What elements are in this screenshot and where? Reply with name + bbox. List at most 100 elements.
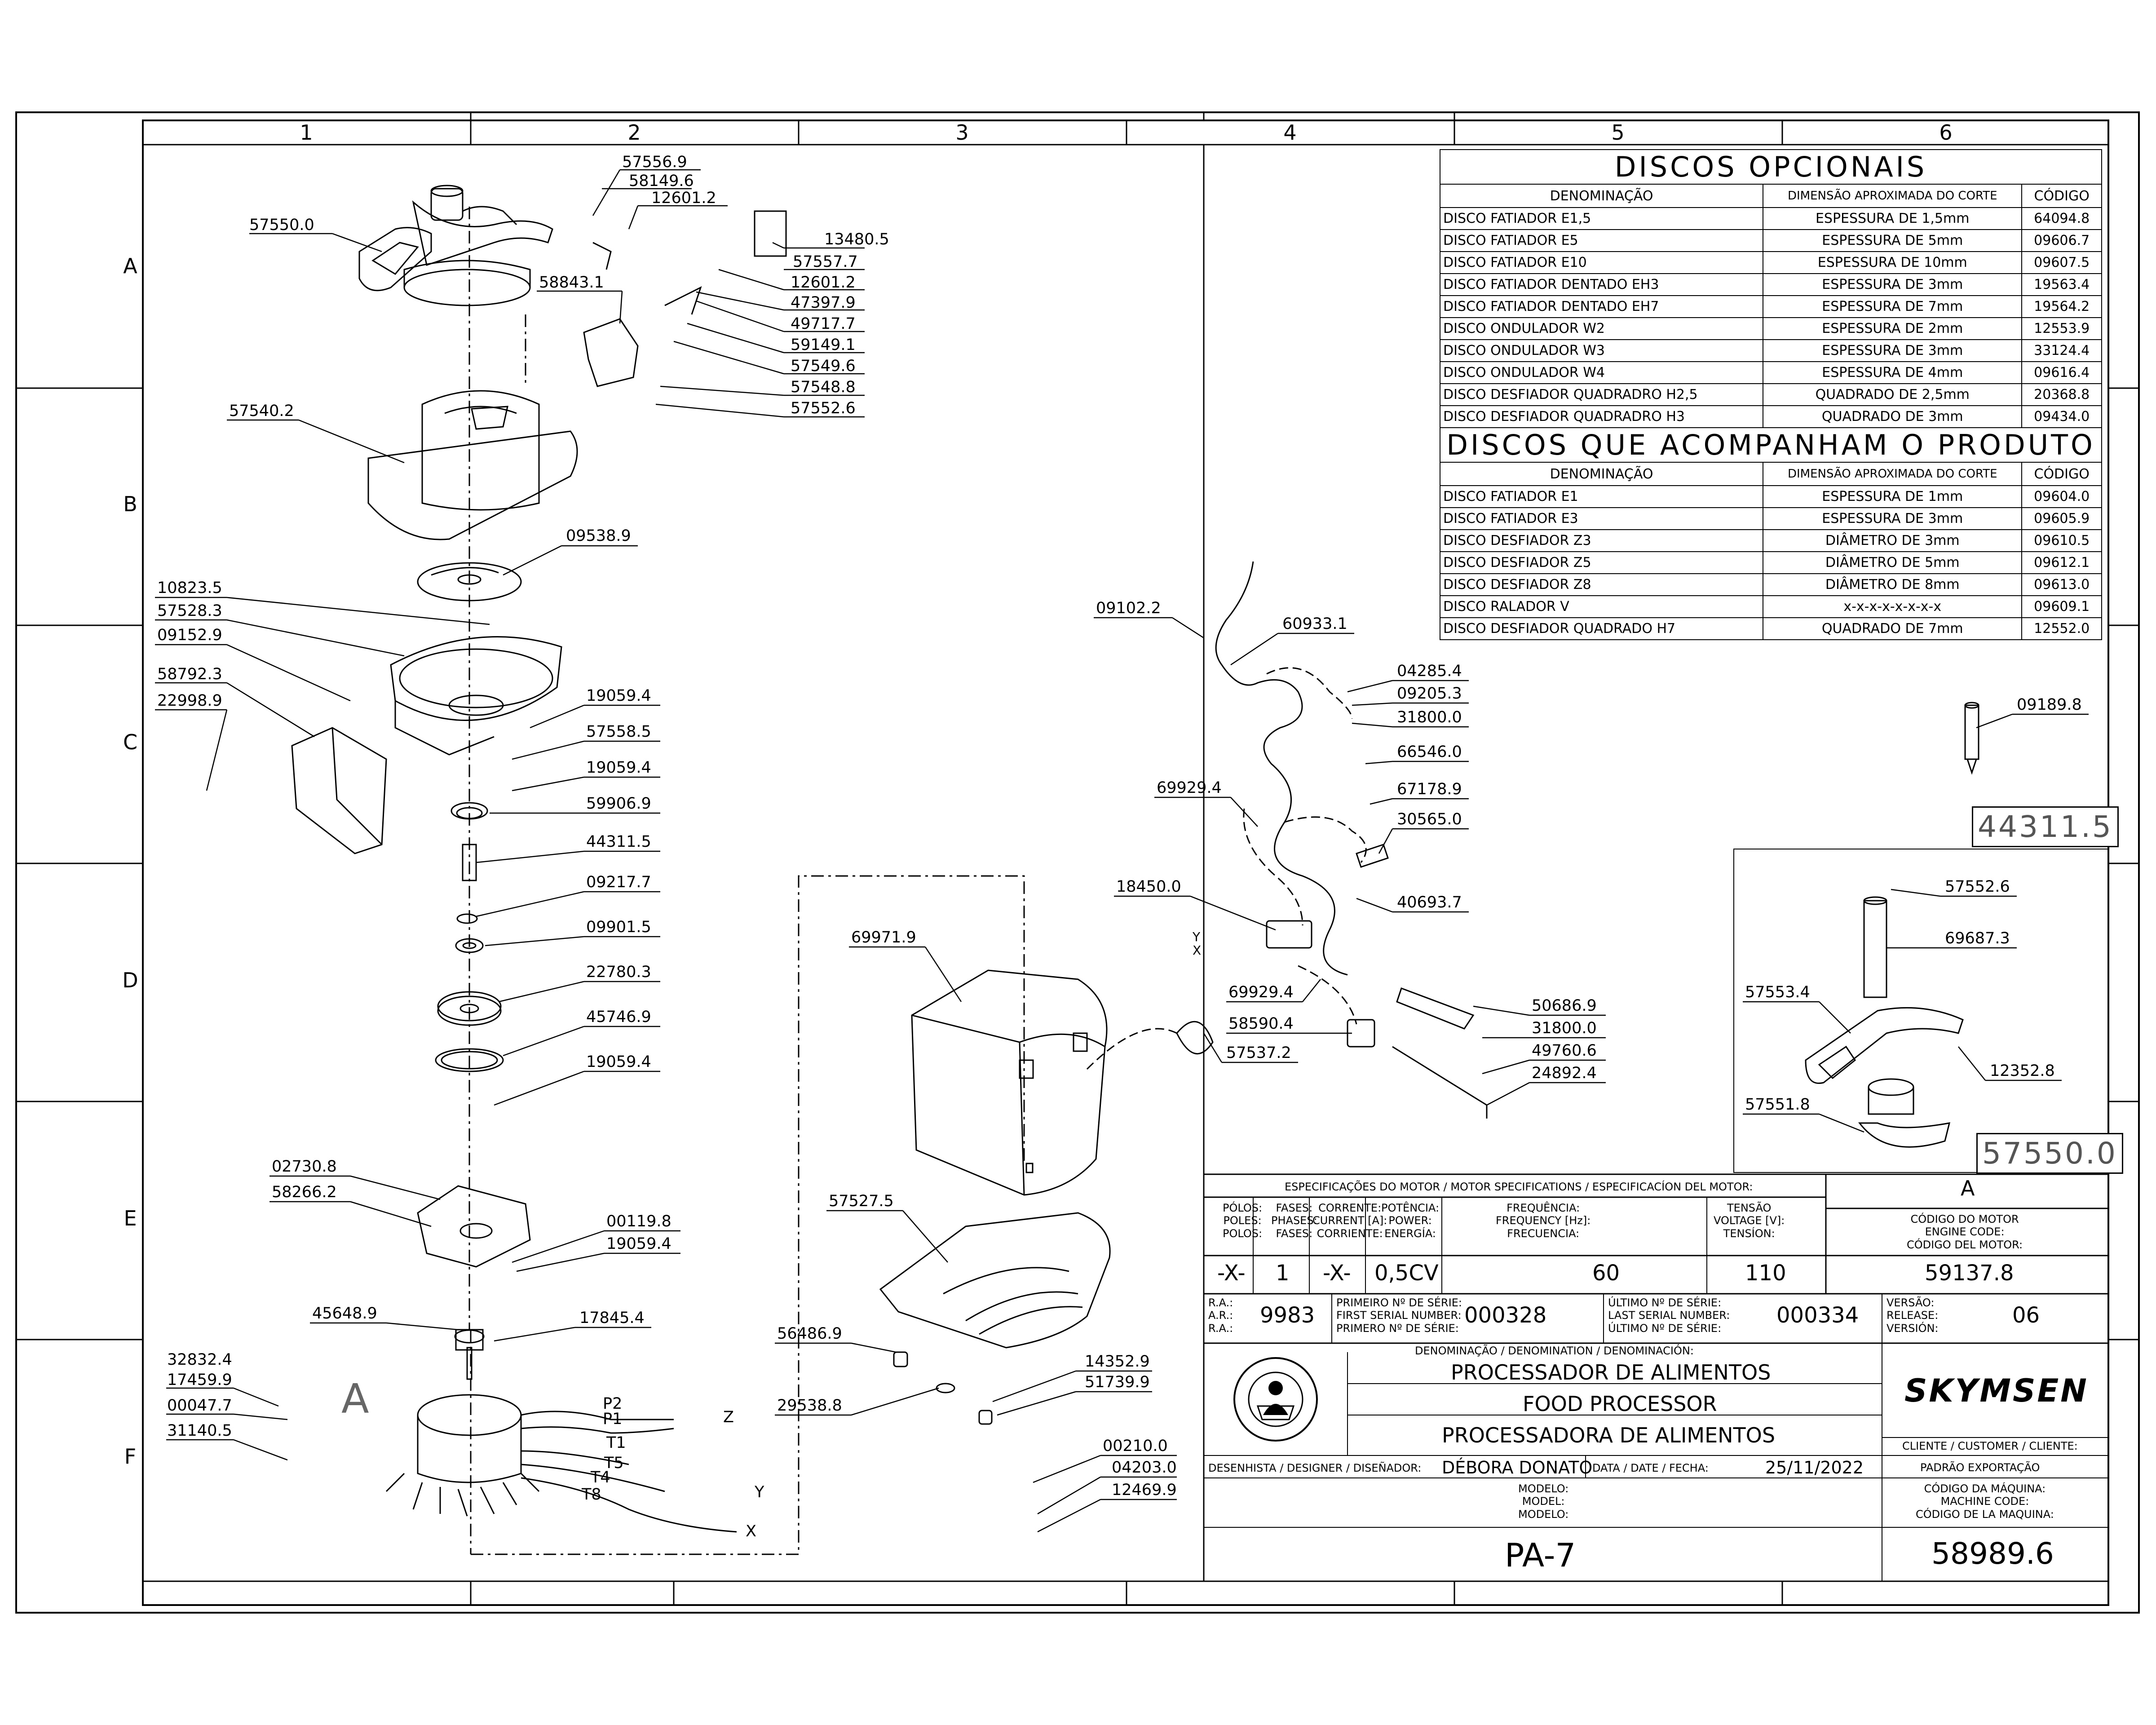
disc-name: DISCO RALADOR V: [1439, 595, 1764, 618]
disc-code: 09612.1: [2021, 551, 2102, 574]
wire-label: T1: [606, 1434, 626, 1452]
disc-code: 12552.0: [2021, 617, 2102, 640]
part-label: 66546.0: [1397, 743, 1462, 761]
brand-logo: SKYMSEN: [1904, 1372, 2089, 1409]
brand-wordmark: SKYMSEN: [1904, 1372, 2089, 1409]
part-label: 49717.7: [791, 315, 856, 333]
part-label: 57552.6: [791, 399, 856, 417]
detail-code-box: 57550.0: [1976, 1133, 2123, 1174]
part-label: 57556.9: [622, 153, 687, 171]
part-label: 09152.9: [157, 626, 222, 644]
power-value: 0,5CV: [1374, 1261, 1439, 1286]
part-label: 09189.8: [2017, 696, 2082, 714]
part-label: 19059.4: [586, 759, 651, 777]
row-label-e: E: [124, 1206, 137, 1230]
part-label: 24892.4: [1532, 1064, 1597, 1082]
ra-value: 9983: [1260, 1303, 1315, 1328]
bracket-drawing: [417, 1185, 531, 1268]
part-label: 50686.9: [1532, 997, 1597, 1015]
part-label: 09205.3: [1397, 685, 1462, 703]
current-value: -X-: [1323, 1261, 1351, 1286]
detail-code-box: 44311.5: [1972, 806, 2119, 847]
motor-spec-title: ESPECIFICAÇÕES DO MOTOR / MOTOR SPECIFIC…: [1285, 1181, 1753, 1193]
disc-dimension: x-x-x-x-x-x-x-x: [1763, 595, 2023, 618]
part-label: 09901.5: [586, 918, 651, 936]
part-label: 69687.3: [1945, 929, 2010, 947]
disc-name: DISCO ONDULADOR W2: [1439, 317, 1764, 340]
top-right-part-drawing: [1964, 702, 1979, 775]
part-label: 12469.9: [1112, 1481, 1177, 1499]
wire-label: X: [746, 1522, 756, 1540]
poles-value: -X-: [1217, 1261, 1246, 1286]
disc-code: 09434.0: [2021, 405, 2102, 428]
motor-variant-mark: A: [341, 1376, 369, 1423]
disc-name: DISCO ONDULADOR W3: [1439, 339, 1764, 362]
discs-tables: DISCOS OPCIONAIS DENOMINAÇÃO DIMENSÃO AP…: [1439, 149, 2102, 640]
part-label: 13480.5: [824, 230, 889, 248]
disc-code: 09610.5: [2021, 529, 2102, 552]
part-label: 59906.9: [586, 795, 651, 813]
disc-dimension: ESPESSURA DE 2mm: [1763, 317, 2023, 340]
disc-code: 09604.0: [2021, 485, 2102, 508]
part-label: 59149.1: [791, 336, 856, 354]
part-label: 49760.6: [1532, 1042, 1597, 1060]
col-header-dimension: DIMENSÃO APROXIMADA DO CORTE: [1763, 184, 2023, 208]
frequency-value: 60: [1592, 1261, 1620, 1286]
disc-dimension: ESPESSURA DE 3mm: [1763, 273, 2023, 296]
phases-header: FASES: PHASES: FASES:: [1271, 1202, 1317, 1240]
disc-name: DISCO FATIADOR DENTADO EH3: [1439, 273, 1764, 296]
client-value: PADRÃO EXPORTAÇÃO: [1920, 1461, 2040, 1474]
machine-code-header: CÓDIGO DA MÁQUINA: MACHINE CODE: CÓDIGO …: [1916, 1482, 2054, 1521]
part-label: 57537.2: [1226, 1044, 1291, 1062]
row-label-f: F: [124, 1444, 137, 1468]
disc-code: 20368.8: [2021, 383, 2102, 406]
part-label: 57548.8: [791, 378, 856, 396]
wire-label: P1: [603, 1410, 623, 1428]
last-serial-header: ÚLTIMO Nº DE SÉRIE: LAST SERIAL NUMBER: …: [1608, 1296, 1730, 1335]
part-label: 56486.9: [777, 1325, 842, 1343]
last-serial-value: 000334: [1776, 1303, 1859, 1328]
part-label: 31800.0: [1532, 1019, 1597, 1037]
wire-label: X: [1193, 943, 1202, 958]
bowl-drawing: [390, 636, 562, 756]
part-label: 69971.9: [851, 929, 916, 947]
wire-label: Y: [1193, 929, 1201, 944]
disc-code: 64094.8: [2021, 207, 2102, 230]
part-label: 51739.9: [1085, 1373, 1150, 1391]
wire-label: Y: [755, 1483, 764, 1501]
part-label: 14352.9: [1085, 1353, 1150, 1371]
part-label: 57551.8: [1745, 1096, 1810, 1114]
part-label: 29538.8: [777, 1397, 842, 1415]
disc-name: DISCO FATIADOR E1,5: [1439, 207, 1764, 230]
part-label: 22998.9: [157, 692, 222, 710]
part-label: 58266.2: [272, 1183, 337, 1201]
part-label: 19059.4: [586, 1053, 651, 1071]
disc-name: DISCO DESFIADOR QUADRADRO H2,5: [1439, 383, 1764, 406]
disc-dimension: ESPESSURA DE 3mm: [1763, 339, 2023, 362]
denomination-header: DENOMINAÇÃO / DENOMINATION / DENOMINACIÓ…: [1415, 1345, 1694, 1357]
part-label: 04285.4: [1397, 662, 1462, 680]
part-label: 19059.4: [606, 1235, 672, 1253]
column-label-6: 6: [1939, 120, 1953, 145]
wire-label: T5: [604, 1454, 624, 1472]
model-header: MODELO: MODEL: MODELO:: [1518, 1482, 1569, 1521]
part-label: 58843.1: [539, 274, 604, 292]
disc-code: 09606.7: [2021, 229, 2102, 252]
disc-name: DISCO FATIADOR DENTADO EH7: [1439, 295, 1764, 318]
disc-dimension: QUADRADO DE 2,5mm: [1763, 383, 2023, 406]
product-name-pt: PROCESSADOR DE ALIMENTOS: [1451, 1360, 1771, 1384]
version-value: 06: [2012, 1303, 2040, 1328]
wire-label: T8: [582, 1486, 601, 1504]
phases-value: 1: [1276, 1261, 1290, 1286]
authorized-service-seal: [1233, 1357, 1318, 1442]
part-label: 10823.5: [157, 579, 222, 597]
